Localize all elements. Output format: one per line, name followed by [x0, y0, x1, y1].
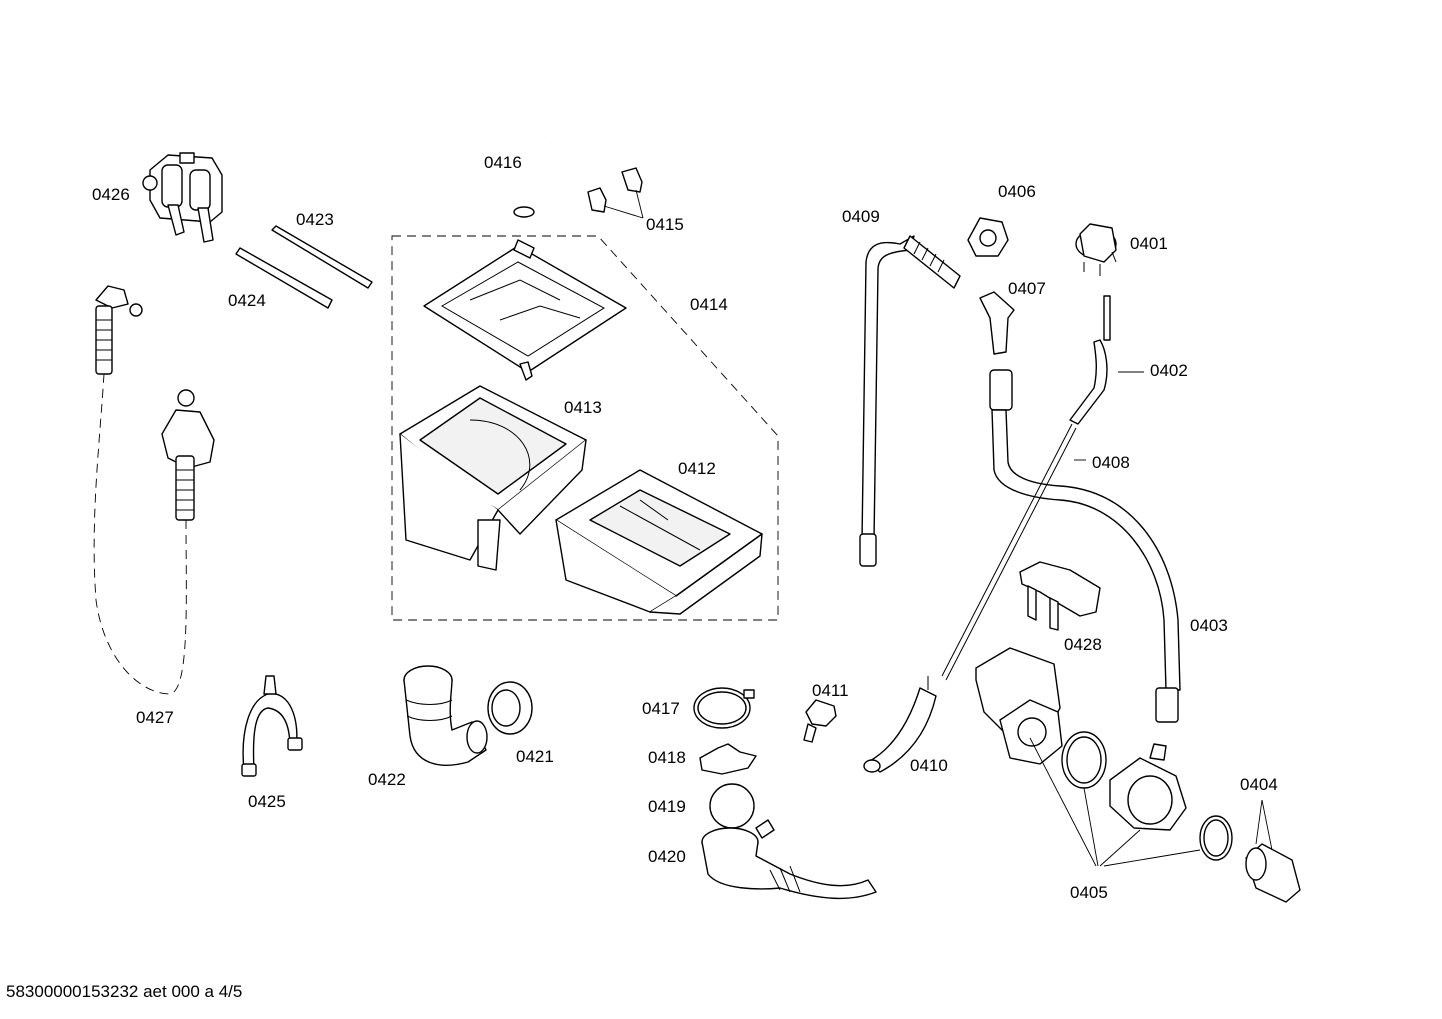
label-0417: 0417	[642, 699, 680, 718]
label-0402: 0402	[1150, 361, 1188, 380]
part-0409-hose	[859, 235, 961, 567]
label-0423: 0423	[296, 210, 334, 229]
label-0415: 0415	[646, 215, 684, 234]
label-0416: 0416	[484, 153, 522, 172]
label-0406: 0406	[998, 182, 1036, 201]
part-0404-seal-and-filter	[1199, 799, 1301, 903]
part-0418-clamp	[699, 743, 757, 775]
label-0426: 0426	[92, 185, 130, 204]
label-0413: 0413	[564, 398, 602, 417]
label-0405: 0405	[1070, 883, 1108, 902]
part-0402-hose	[941, 295, 1111, 681]
part-0428-cover	[1019, 561, 1101, 631]
dispenser-group-outline	[391, 235, 779, 621]
label-0427: 0427	[136, 708, 174, 727]
part-0420-sump-pipe	[701, 819, 877, 900]
label-0428: 0428	[1064, 635, 1102, 654]
label-0408: 0408	[1092, 453, 1130, 472]
part-0415-clips	[587, 167, 644, 219]
footer-document-id: 58300000153232 aet 000 a 4/5	[6, 982, 242, 1001]
part-0426-inlet-valve	[142, 152, 223, 243]
part-0401-pressure-switch	[1075, 223, 1117, 276]
label-0421: 0421	[516, 747, 554, 766]
part-0408-hose	[989, 369, 1181, 723]
label-0425: 0425	[248, 792, 286, 811]
label-0424: 0424	[228, 291, 266, 310]
part-0411-bracket	[803, 699, 837, 743]
part-0423-tube	[271, 225, 373, 289]
part-0414-dispenser-cover	[423, 239, 627, 381]
label-0412: 0412	[678, 459, 716, 478]
label-0422: 0422	[368, 770, 406, 789]
part-labels: 0401 0402 0403 0404 0405 0406 0407 0408 …	[92, 153, 1278, 902]
label-0404: 0404	[1240, 775, 1278, 794]
part-0419-ball	[709, 783, 755, 829]
part-0427-inlet-hose	[93, 285, 215, 695]
part-0425-hose-guide	[241, 675, 303, 777]
part-0406-clamp	[967, 217, 1009, 257]
label-0420: 0420	[648, 847, 686, 866]
part-0417-ring	[693, 687, 755, 729]
leader-lines	[1074, 371, 1144, 461]
label-0418: 0418	[648, 748, 686, 767]
part-0410-hose	[863, 676, 937, 773]
label-0409: 0409	[842, 207, 880, 226]
label-0419: 0419	[648, 797, 686, 816]
part-0413-dispenser-drawer-housing	[399, 385, 587, 571]
label-0414: 0414	[690, 295, 728, 314]
part-0405-leaders	[1029, 737, 1201, 867]
label-0407: 0407	[1008, 279, 1046, 298]
label-0411: 0411	[812, 681, 849, 700]
part-0422-sump-hose	[403, 665, 488, 766]
part-0421-seal	[487, 681, 533, 735]
part-0424-tube	[235, 247, 333, 309]
part-0416-hose	[513, 135, 588, 218]
label-0401: 0401	[1130, 234, 1168, 253]
label-0403: 0403	[1190, 616, 1228, 635]
part-0412-detergent-drawer	[555, 469, 763, 615]
label-0410: 0410	[910, 756, 948, 775]
part-0407-connector	[979, 291, 1015, 355]
part-0405-drain-pump	[975, 647, 1187, 831]
